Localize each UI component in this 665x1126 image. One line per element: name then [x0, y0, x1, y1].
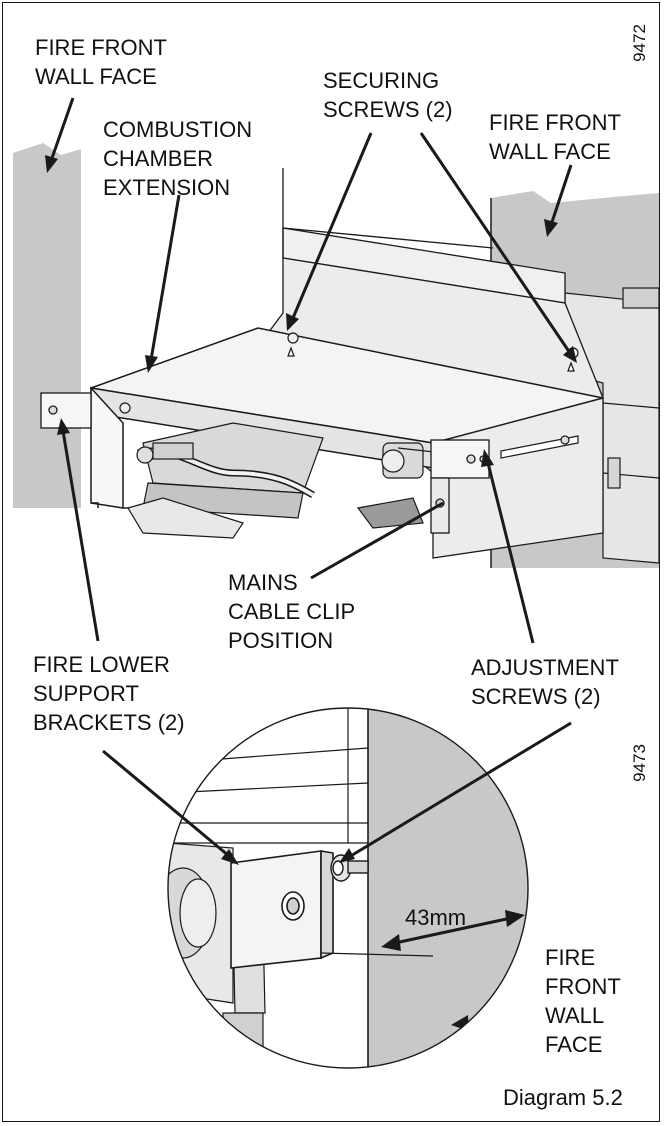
detail-view: [168, 708, 528, 1068]
label-fire-lower-support-brackets: FIRE LOWER SUPPORT BRACKETS (2): [33, 652, 185, 735]
label-securing-screws: SECURING SCREWS (2): [323, 68, 453, 122]
figure-code-top: 9472: [629, 24, 649, 62]
figure-code-detail: 9473: [629, 744, 649, 782]
leader-lines-detail: [102, 721, 572, 859]
label-combustion-chamber-extension: COMBUSTION CHAMBER EXTENSION: [103, 117, 253, 200]
leader-arrowheads-detail: [221, 848, 355, 865]
label-fire-front-wall-right: FIRE FRONT WALL FACE: [489, 110, 621, 164]
diagram-caption: Diagram 5.2: [503, 1085, 623, 1110]
label-mains-cable-clip: MAINS CABLE CLIP POSITION: [228, 570, 356, 653]
detail-bracket: [230, 850, 334, 969]
label-fire-front-wall-detail: FIRE FRONT WALL FACE: [545, 945, 621, 1057]
leader-arrowheads-top: [45, 155, 577, 467]
detail-screw: [330, 854, 369, 882]
adjustment-slot: [500, 435, 579, 459]
burner-assembly: [119, 332, 579, 539]
left-wall-panel: [13, 143, 81, 508]
label-adjustment-screws: ADJUSTMENT SCREWS (2): [471, 655, 619, 709]
label-fire-front-wall-left: FIRE FRONT WALL FACE: [35, 35, 167, 89]
label-dimension: 43mm: [405, 905, 467, 930]
diagram-drawing: [13, 97, 659, 1069]
leader-lines-top: [49, 97, 573, 644]
support-bracket-top-left: [40, 392, 92, 429]
